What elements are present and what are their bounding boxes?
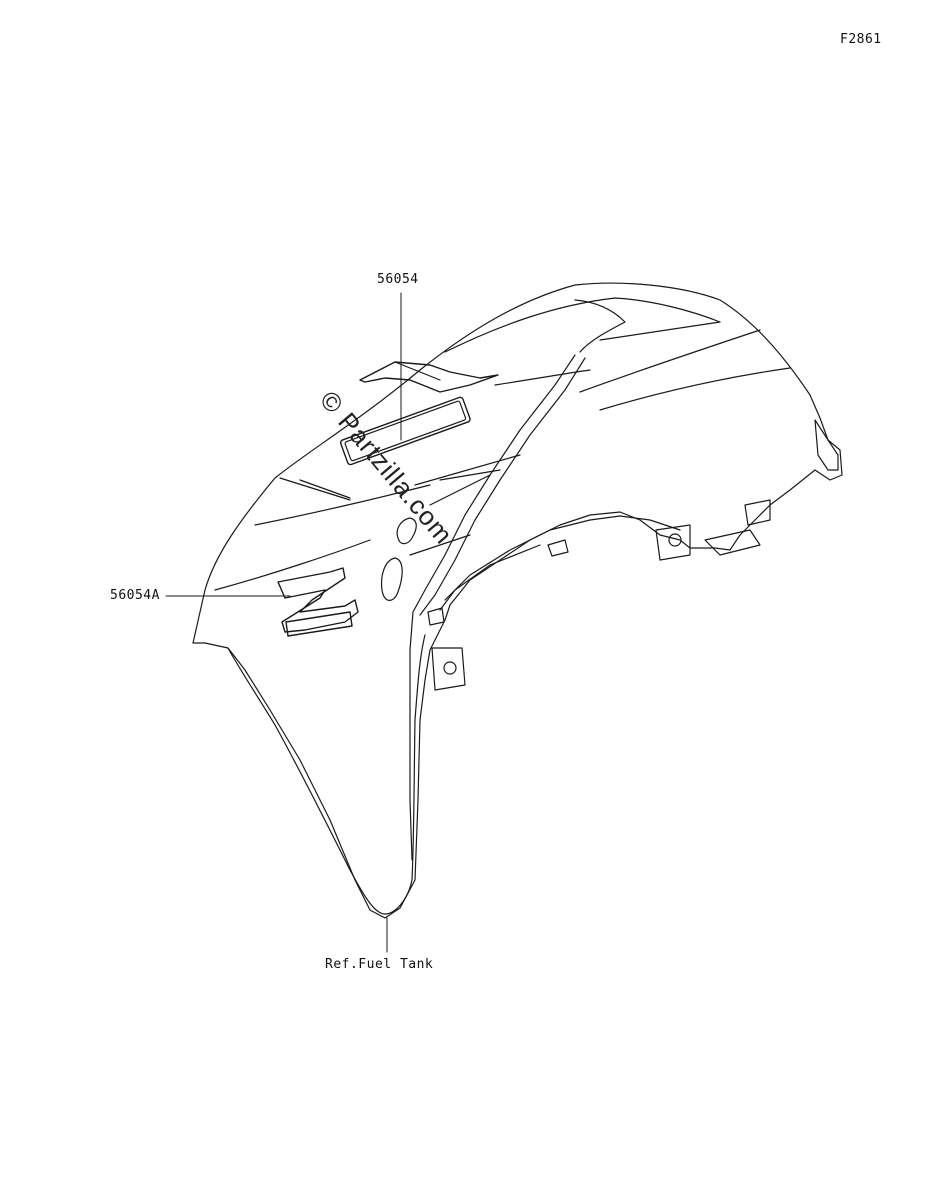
center-rib xyxy=(409,354,576,861)
flank-line xyxy=(414,454,521,486)
flank-line xyxy=(214,539,371,591)
rear-mount-hole xyxy=(668,533,682,547)
tank-cover-inner-edge xyxy=(227,634,426,915)
flank-line xyxy=(409,534,471,556)
reference-fuel-tank-label: Ref.Fuel Tank xyxy=(325,957,434,972)
tank-cover-outline xyxy=(192,282,843,919)
upper-cowl-line xyxy=(494,369,591,386)
part-callout-56054a: 56054A xyxy=(110,588,160,603)
figure-code: F2861 xyxy=(840,32,882,47)
z-wing-emblem xyxy=(394,361,441,381)
side-vent xyxy=(380,557,403,601)
upper-cowl-line xyxy=(444,297,721,353)
side-vent xyxy=(396,517,417,545)
rear-mount-bracket xyxy=(704,529,761,556)
lower-frame-edge xyxy=(444,515,681,601)
part-callout-56054: 56054 xyxy=(377,272,419,287)
z-wing-emblem xyxy=(359,361,499,393)
upper-cowl-line xyxy=(599,321,721,341)
flank-line xyxy=(439,469,501,481)
upper-cowl-line xyxy=(579,329,761,393)
lower-frame-edge xyxy=(439,544,541,611)
side-mount-hole xyxy=(443,661,457,675)
flank-line xyxy=(429,474,491,506)
flank-line xyxy=(299,479,351,499)
rear-mount-bracket xyxy=(655,524,691,561)
side-mount-bracket xyxy=(427,607,445,626)
flank-line xyxy=(279,477,351,501)
upper-cowl-line xyxy=(599,367,791,411)
side-mount-bracket xyxy=(431,647,466,691)
center-rib-edge xyxy=(419,357,586,616)
rear-mount-bracket xyxy=(547,539,569,557)
rear-mount-bracket xyxy=(744,499,771,526)
flank-line xyxy=(254,484,431,526)
upper-cowl-line xyxy=(574,299,626,353)
z-side-emblem xyxy=(277,567,359,637)
rear-mount-bracket xyxy=(814,419,839,471)
